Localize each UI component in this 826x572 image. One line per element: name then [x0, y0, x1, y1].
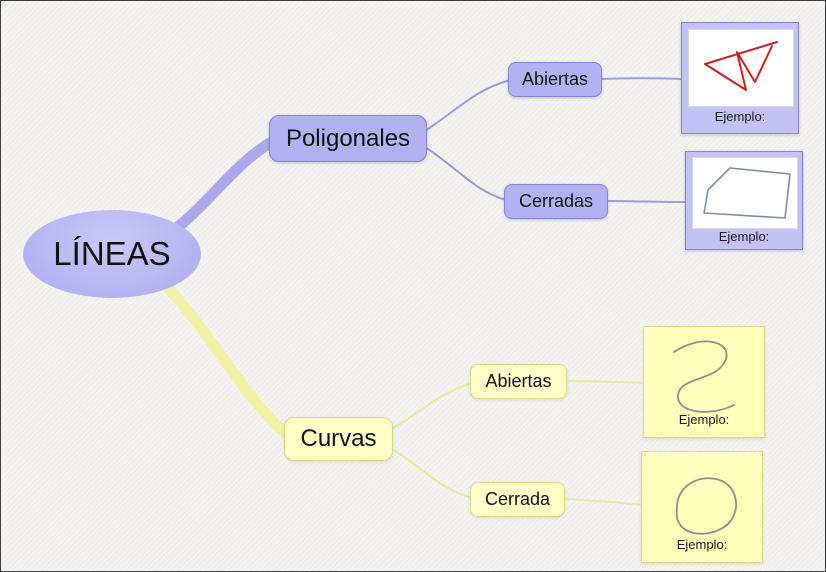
- root-node-lineas[interactable]: LÍNEAS: [23, 210, 201, 298]
- open-curve-drawing: [673, 340, 735, 413]
- closed-curve-drawing: [675, 477, 737, 535]
- example-label: Ejemplo:: [714, 109, 766, 124]
- example-box-poligonal-cerrada[interactable]: Ejemplo:: [685, 151, 803, 250]
- open-polyline-drawing: [704, 41, 778, 91]
- closed-polygon-drawing: [703, 167, 791, 219]
- node-poligonales-label: Poligonales: [285, 124, 411, 152]
- example-label: Ejemplo:: [718, 229, 770, 244]
- node-curvas-cerrada-label: Cerrada: [484, 489, 551, 509]
- connector-cerrada-example4: [562, 498, 644, 506]
- example-box-poligonal-abierta[interactable]: Ejemplo:: [681, 22, 799, 134]
- node-curvas-abiertas-label: Abiertas: [485, 371, 552, 391]
- example-box-curva-abierta[interactable]: Ejemplo:: [643, 326, 765, 438]
- example-label: Ejemplo:: [678, 412, 730, 427]
- connector-abiertas-example1: [599, 77, 684, 80]
- connector-curvas-abiertas: [389, 382, 473, 431]
- connector-poligonales-cerradas: [424, 146, 507, 201]
- connector-abiertas-example3: [564, 380, 646, 384]
- example-image-closed-polygon: [692, 157, 798, 229]
- example-box-curva-cerrada[interactable]: Ejemplo:: [641, 451, 763, 563]
- connector-cerradas-example2: [605, 200, 688, 203]
- example-label: Ejemplo:: [676, 537, 728, 552]
- node-poligonales-abiertas[interactable]: Abiertas: [508, 62, 602, 97]
- connector-poligonales-abiertas: [424, 79, 511, 132]
- node-poligonales-cerradas[interactable]: Cerradas: [504, 184, 608, 219]
- node-curvas[interactable]: Curvas: [284, 417, 393, 461]
- example-image-open-polyline: [688, 29, 794, 107]
- node-poligonales-cerradas-label: Cerradas: [518, 191, 594, 211]
- root-node-label: LÍNEAS: [53, 235, 171, 272]
- node-curvas-label: Curvas: [300, 425, 377, 452]
- connector-curvas-cerrada: [389, 447, 473, 499]
- node-curvas-cerrada[interactable]: Cerrada: [470, 482, 565, 517]
- node-poligonales[interactable]: Poligonales: [269, 115, 427, 162]
- node-poligonales-abiertas-label: Abiertas: [521, 69, 589, 89]
- node-curvas-abiertas[interactable]: Abiertas: [470, 364, 567, 399]
